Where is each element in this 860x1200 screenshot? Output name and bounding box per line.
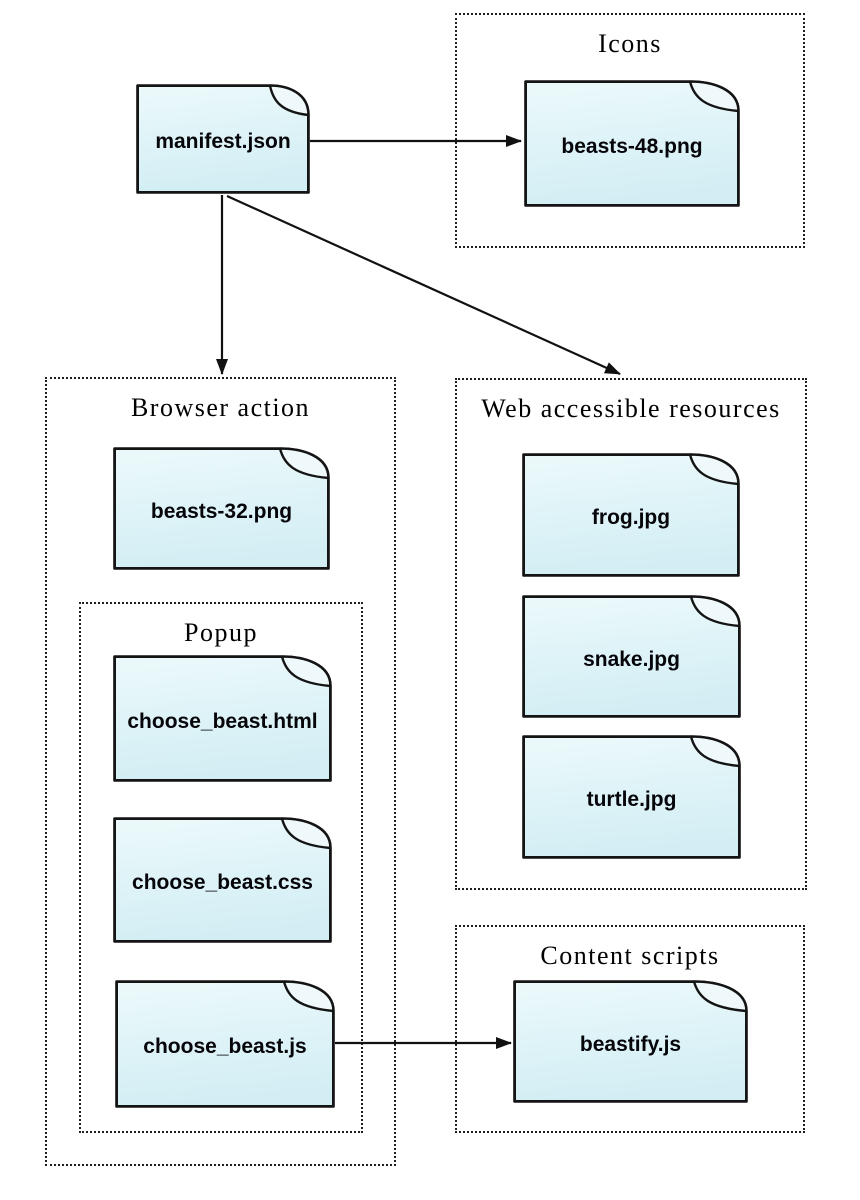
file-label-choose-beast-js: choose_beast.js	[143, 1035, 307, 1058]
file-label-choose-beast-css: choose_beast.css	[132, 871, 313, 894]
group-popup: Popup	[79, 602, 363, 1133]
group-title-icons: Icons	[598, 29, 662, 58]
file-node-choose-beast-js: choose_beast.js	[115, 980, 335, 1108]
group-content-scripts: Content scripts	[455, 925, 805, 1133]
document-icon	[115, 980, 335, 1108]
document-icon	[522, 453, 740, 577]
file-label-manifest-json: manifest.json	[155, 130, 291, 153]
group-icons: Icons	[455, 13, 805, 248]
document-icon	[136, 84, 310, 194]
file-node-choose-beast-css: choose_beast.css	[113, 817, 332, 943]
file-label-beastify-js: beastify.js	[579, 1032, 682, 1056]
group-web-accessible-resources: Web accessible resources	[455, 378, 807, 890]
file-node-snake-jpg: snake.jpg	[522, 595, 741, 718]
file-node-choose-beast-html: choose_beast.html	[113, 655, 332, 782]
file-label-beasts-32-png: beasts-32.png	[150, 499, 293, 523]
document-icon	[113, 817, 332, 943]
file-label-choose-beast-html: choose_beast.html	[127, 709, 318, 733]
file-node-beasts-32-png: beasts-32.png	[113, 447, 330, 570]
file-node-turtle-jpg: turtle.jpg	[522, 735, 741, 859]
document-icon	[113, 655, 332, 782]
group-title-popup: Popup	[184, 618, 258, 647]
group-title-content-scripts: Content scripts	[540, 941, 720, 970]
group-browser-action: Browser action	[45, 377, 396, 1166]
document-icon	[522, 735, 741, 859]
document-icon	[524, 80, 740, 207]
file-node-beastify-js: beastify.js	[513, 980, 748, 1103]
file-label-turtle-jpg: turtle.jpg	[586, 788, 677, 811]
document-icon	[522, 595, 741, 718]
document-icon	[113, 447, 330, 570]
document-icon	[513, 980, 748, 1103]
file-label-beasts-48-png: beasts-48.png	[561, 134, 703, 158]
group-title-browser-action: Browser action	[130, 393, 311, 422]
group-title-web-accessible-resources: Web accessible resources	[481, 394, 781, 423]
file-label-frog-jpg: frog.jpg	[591, 506, 671, 529]
file-node-beasts-48-png: beasts-48.png	[524, 80, 740, 207]
file-label-snake-jpg: snake.jpg	[583, 647, 680, 671]
file-node-manifest-json: manifest.json	[136, 84, 310, 194]
file-node-frog-jpg: frog.jpg	[522, 453, 740, 577]
